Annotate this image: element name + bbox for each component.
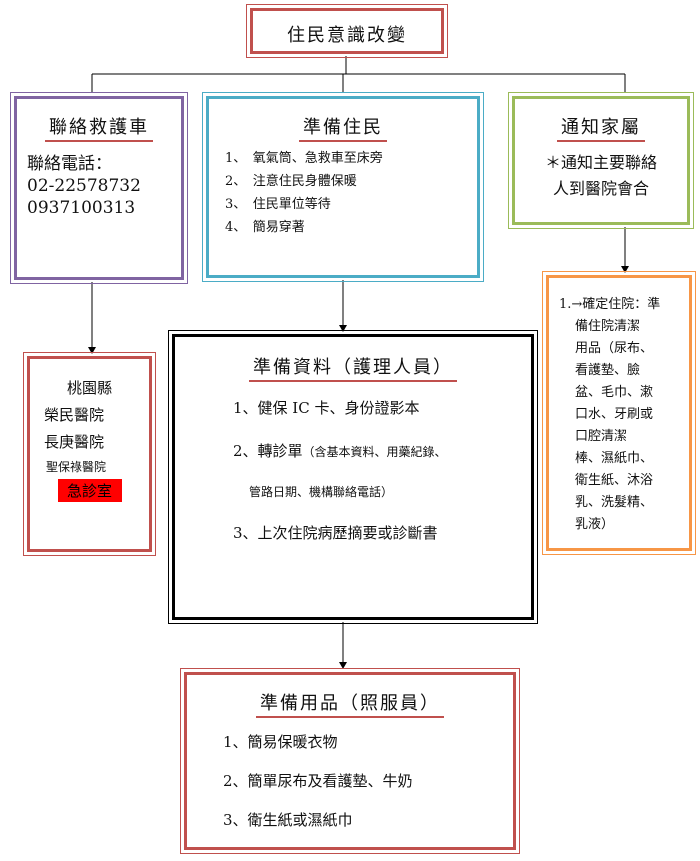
resident-item: 1、 氧氣筒、急救車至床旁 — [225, 151, 383, 166]
phone-label: 聯絡電話： — [27, 154, 112, 174]
admission-line: 乳液） — [575, 517, 615, 532]
contact-ambulance-box: 聯絡救護車 聯絡電話： 02-22578732 0937100313 — [10, 92, 188, 284]
resident-item: 4、 簡易穿著 — [225, 220, 305, 235]
top-box: 住民意識改變 — [246, 4, 448, 58]
documents-box: 準備資料（護理人員） 1、健保 IC 卡、身份證影本 2、轉診單（含基本資料、用… — [168, 330, 538, 624]
admission-line: 盆、毛巾、漱 — [575, 385, 654, 400]
admission-line: 口水、牙刷或 — [575, 407, 654, 422]
notify-line-1: ＊通知主要聯絡 — [544, 153, 657, 172]
notify-line-2: 人到醫院會合 — [552, 179, 649, 198]
phone-number-2: 0937100313 — [27, 198, 136, 218]
admission-line: 棒、濕紙巾、 — [575, 451, 654, 466]
supply-item-1: 1、簡易保暖衣物 — [223, 733, 338, 751]
prepare-resident-box: 準備住民 1、 氧氣筒、急救車至床旁 2、 注意住民身體保暖 3、 住民單位等待… — [202, 92, 484, 282]
hospital-chang-gung: 長庚醫院 — [44, 433, 105, 451]
admission-line: 看護墊、臉 — [575, 363, 641, 378]
admission-box: 1.→確定住院：準 備住院清潔 用品（尿布、 看護墊、臉 盆、毛巾、漱 口水、牙… — [542, 271, 696, 555]
admission-line: 口腔清潔 — [575, 429, 628, 444]
arrow-head — [88, 347, 96, 354]
admission-line: 乳、洗髮精、 — [575, 495, 654, 510]
doc-item-2-label: 2、轉診單 — [233, 442, 303, 460]
arrow-head — [339, 325, 347, 332]
doc-item-2-detail-cont: 管路日期、機構聯絡電話） — [249, 485, 394, 499]
documents-title: 準備資料（護理人員） — [185, 353, 521, 382]
hospital-box: 桃園縣 榮民醫院 長庚醫院 聖保祿醫院 急診室 — [23, 352, 156, 556]
arrow-head — [621, 266, 629, 273]
hospital-county: 桃園縣 — [66, 379, 112, 397]
hospital-veterans: 榮民醫院 — [44, 406, 105, 424]
admission-line: 備住院清潔 — [575, 319, 641, 334]
contact-title: 聯絡救護車 — [27, 113, 171, 142]
prepare-resident-title: 準備住民 — [219, 113, 467, 142]
admission-line: 用品（尿布、 — [575, 341, 654, 356]
resident-item: 3、 住民單位等待 — [225, 197, 331, 212]
supplies-box: 準備用品（照服員） 1、簡易保暖衣物 2、簡單尿布及看護墊、牛奶 3、衛生紙或濕… — [180, 668, 520, 854]
notify-family-title: 通知家屬 — [523, 113, 679, 142]
hospital-st-paul: 聖保祿醫院 — [46, 460, 107, 474]
resident-item: 2、 注意住民身體保暖 — [225, 174, 357, 189]
doc-item-3: 3、上次住院病歷摘要或診斷書 — [233, 524, 438, 542]
arrow-head — [339, 662, 347, 669]
doc-item-2-detail: （含基本資料、用藥紀錄、 — [302, 445, 447, 459]
supply-item-3: 3、衛生紙或濕紙巾 — [223, 811, 353, 829]
top-title: 住民意識改變 — [287, 25, 407, 46]
admission-line: 衛生紙、沐浴 — [575, 473, 654, 488]
doc-item-1: 1、健保 IC 卡、身份證影本 — [233, 399, 420, 417]
emergency-room-label: 急診室 — [57, 479, 122, 502]
notify-family-box: 通知家屬 ＊通知主要聯絡 人到醫院會合 — [508, 92, 694, 229]
supplies-title: 準備用品（照服員） — [197, 689, 503, 718]
phone-number-1: 02-22578732 — [27, 176, 141, 196]
admission-line: 1.→確定住院：準 — [559, 297, 661, 312]
doc-item-2: 2、轉診單（含基本資料、用藥紀錄、 — [233, 440, 521, 461]
supply-item-2: 2、簡單尿布及看護墊、牛奶 — [223, 772, 413, 790]
